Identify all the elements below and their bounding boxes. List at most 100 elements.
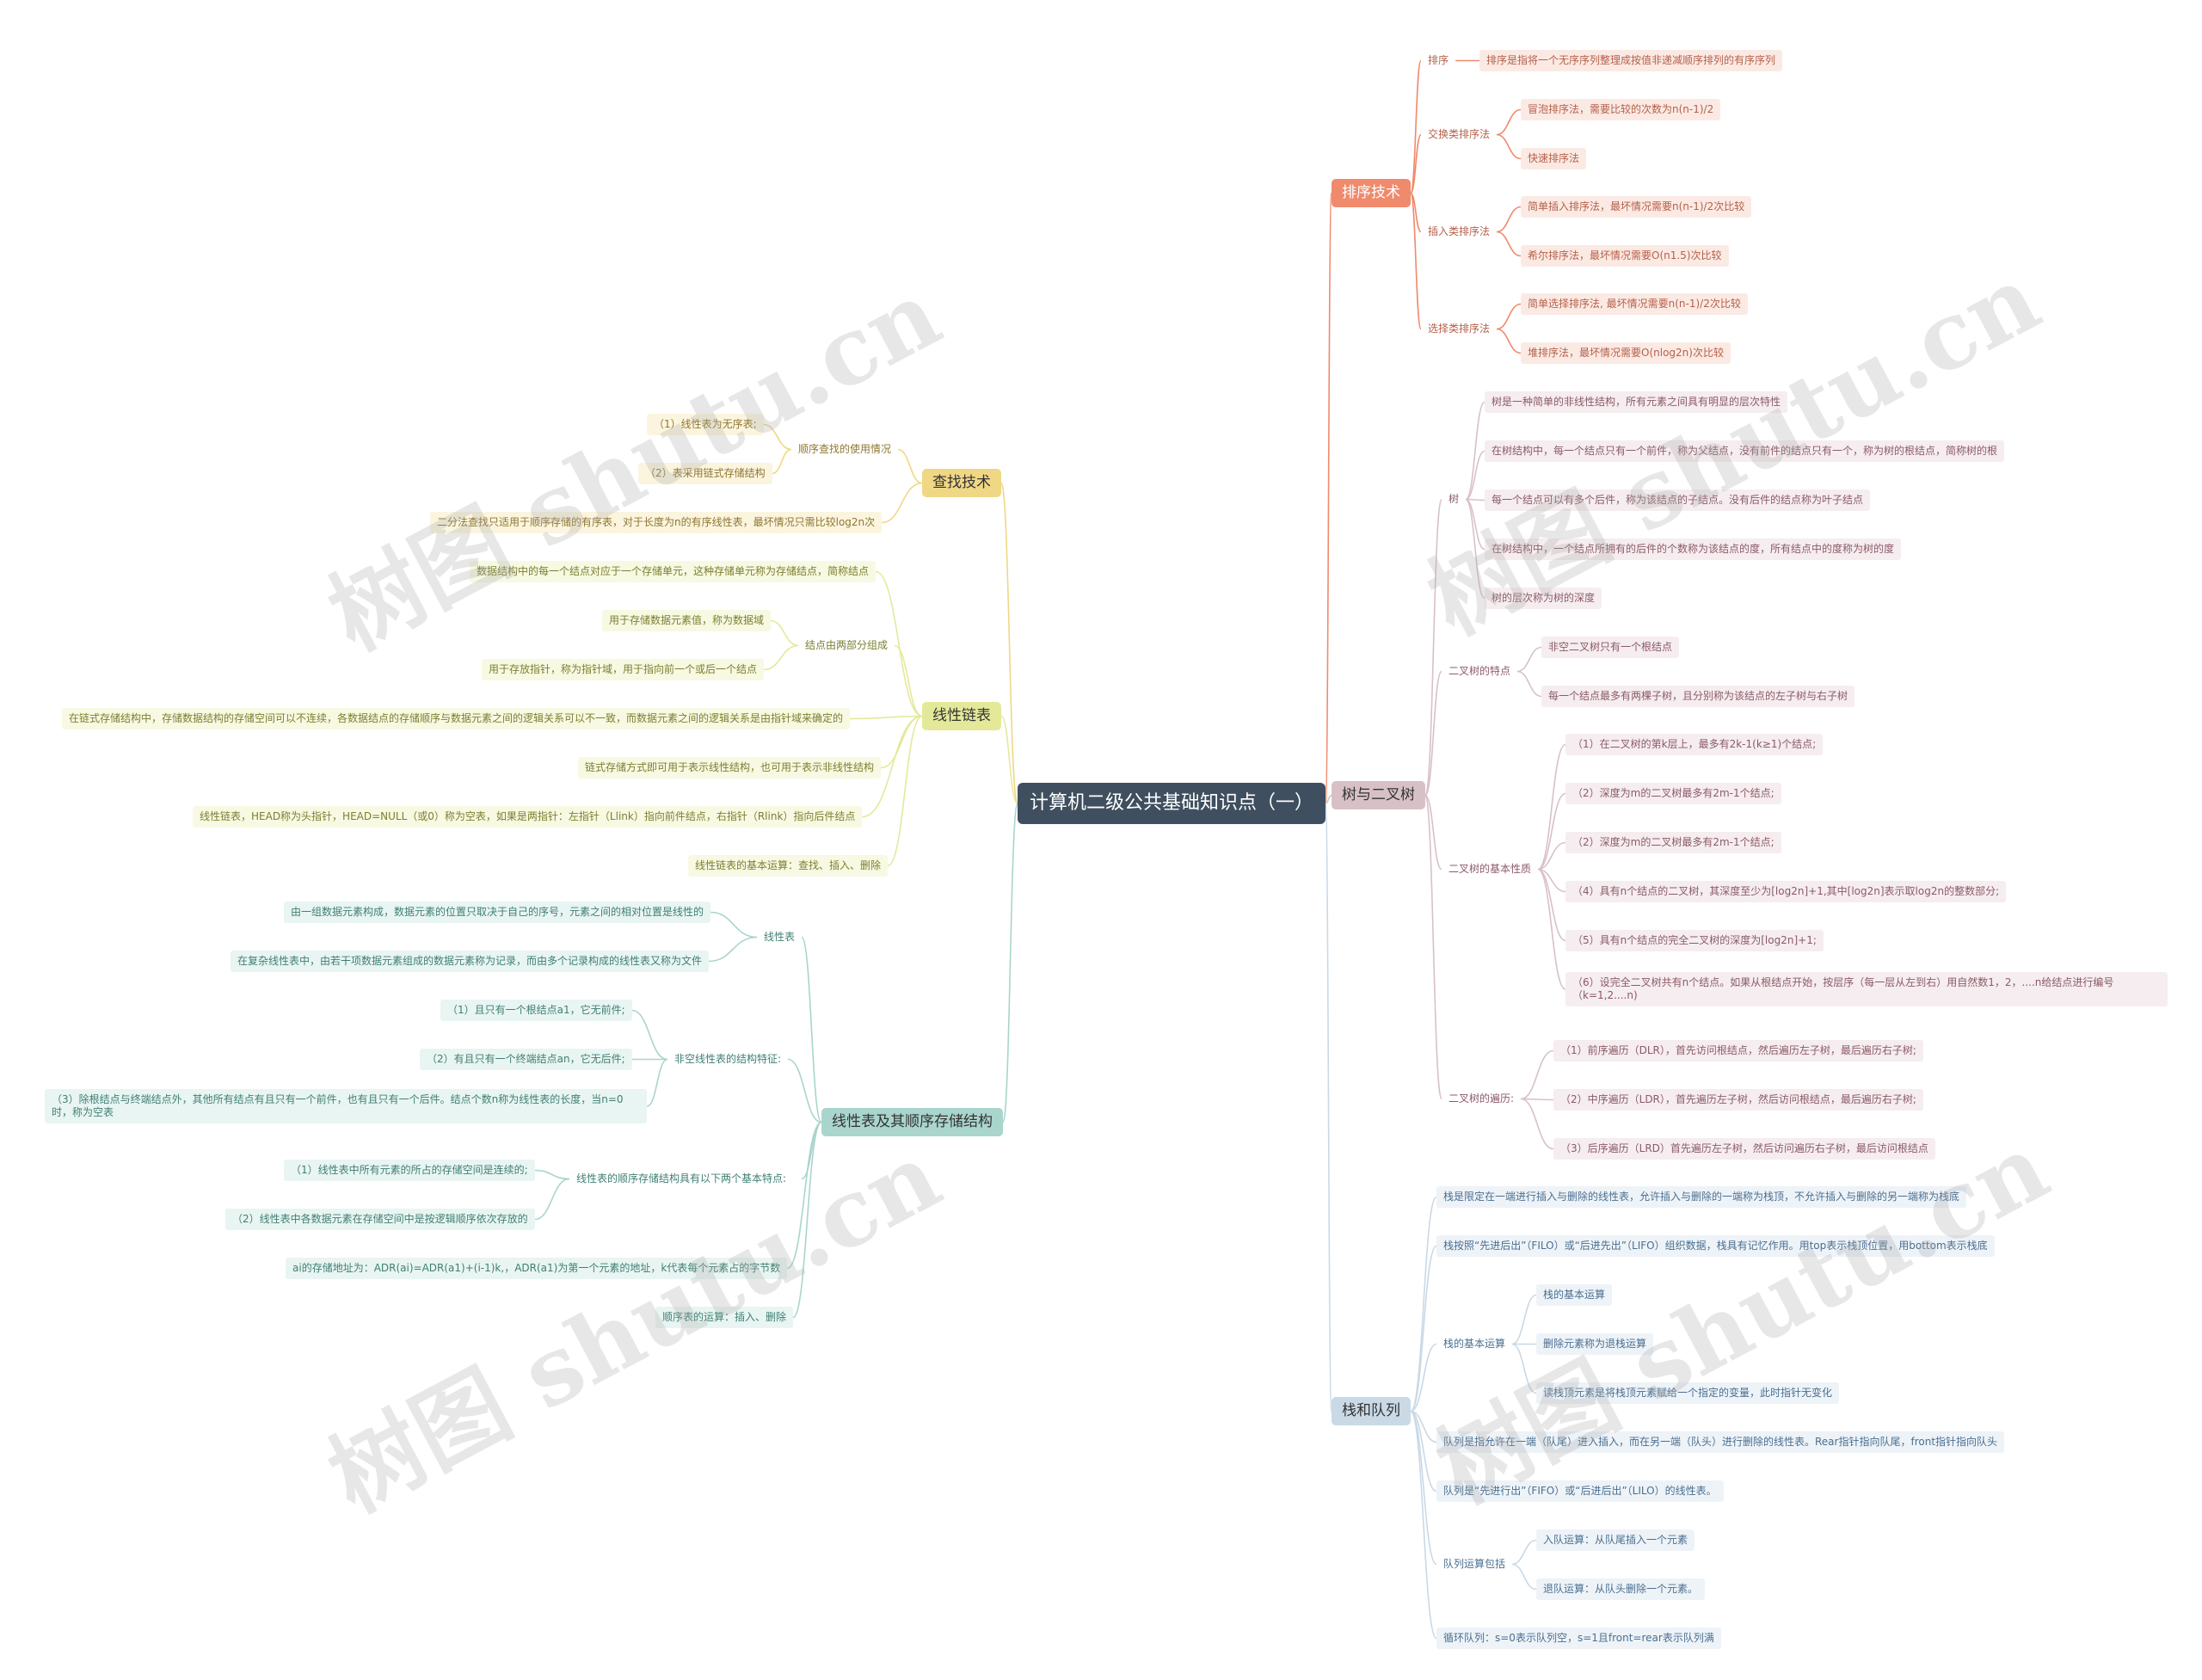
- tree-bianli-item[interactable]: （2）中序遍历（LDR），首先遍历左子树，然后访问根结点，最后遍历右子树;: [1553, 1089, 1923, 1111]
- linked-item[interactable]: 线性链表，HEAD称为头指针，HEAD=NULL（或0）称为空表，如果是两指针：…: [193, 806, 863, 828]
- connector: [1465, 450, 1485, 501]
- stack-qops[interactable]: 队列运算包括: [1443, 1558, 1506, 1570]
- tree-tedian-item[interactable]: 每一个结点最多有两棵子树，且分别称为该结点的左子树与右子树: [1541, 686, 1855, 707]
- tree-tedian[interactable]: 二叉树的特点: [1449, 665, 1511, 677]
- tree-xingzhi-item[interactable]: （5）具有n个结点的完全二叉树的深度为[log2n]+1;: [1565, 930, 1824, 951]
- linked-item[interactable]: 线性链表的基本运算：查找、插入、删除: [688, 855, 889, 877]
- connector: [1465, 498, 1485, 600]
- connector: [1424, 670, 1442, 797]
- tree-shu[interactable]: 树: [1449, 493, 1460, 505]
- tree-xingzhi-item[interactable]: （1）在二叉树的第k层上，最多有2k-1(k≥1)个结点;: [1565, 734, 1824, 755]
- connector: [1496, 328, 1522, 354]
- connector: [1410, 1410, 1437, 1492]
- tree-shu-item[interactable]: 在树结构中，一个结点所拥有的后件的个数称为该结点的度，所有结点中的度称为树的度: [1485, 538, 1902, 560]
- seq-xianxing[interactable]: 线性表: [764, 931, 796, 943]
- sort-xuanze[interactable]: 选择类排序法: [1428, 323, 1491, 335]
- linked-item[interactable]: 数据结构中的每一个结点对应于一个存储单元，这种存储单元称为存储结点，简称结点: [470, 561, 876, 582]
- linked-parts-item[interactable]: 用于存储数据元素值，称为数据域: [602, 610, 772, 631]
- seq-shunxu-item[interactable]: （2）线性表中各数据元素在存储空间中是按逻辑顺序依次存放的: [225, 1209, 535, 1230]
- seq-ops[interactable]: 顺序表的运算：插入、删除: [655, 1307, 794, 1328]
- connector: [1511, 1539, 1537, 1566]
- branch-stack[interactable]: 栈和队列: [1332, 1397, 1411, 1426]
- sort-jiaohuan-item[interactable]: 快速排序法: [1521, 148, 1587, 169]
- stack-def[interactable]: 队列是指允许在一端（队尾）进入插入，而在另一端（队头）进行删除的线性表。Rear…: [1436, 1431, 2005, 1453]
- tree-xingzhi-item[interactable]: （4）具有n个结点的二叉树，其深度至少为[log2n]+1,其中[log2n]表…: [1565, 881, 2007, 902]
- seq-xianxing-item[interactable]: 在复杂线性表中，由若干项数据元素组成的数据元素称为记录，而由多个记录构成的线性表…: [231, 951, 710, 972]
- sort-paixu[interactable]: 排序: [1428, 54, 1449, 66]
- seq-feikong-item[interactable]: （1）且只有一个根结点a1，它无前件;: [440, 1000, 632, 1021]
- connector: [1537, 868, 1566, 990]
- branch-linked[interactable]: 线性链表: [922, 702, 1001, 731]
- seq-shunxu-item[interactable]: （1）线性表中所有元素的所占的存储空间是连续的;: [284, 1160, 535, 1181]
- tree-xingzhi-item[interactable]: （6）设完全二叉树共有n个结点。如果从根结点开始，按层序（每一层从左到右）用自然…: [1565, 972, 2168, 1006]
- tree-shu-item[interactable]: 每一个结点可以有多个后件，称为该结点的子结点。没有后件的结点称为叶子结点: [1485, 489, 1871, 511]
- connector: [772, 448, 792, 475]
- stack-ops-item[interactable]: 栈的基本运算: [1536, 1284, 1613, 1306]
- tree-bianli[interactable]: 二叉树的遍历:: [1449, 1092, 1515, 1105]
- linked-item[interactable]: 在链式存储结构中，存储数据结构的存储空间可以不连续，各数据结点的存储顺序与数据元…: [62, 708, 851, 729]
- search-binary[interactable]: 二分法查找只适用于顺序存储的有序表，对于长度为n的有序线性表，最坏情况只需比较l…: [430, 512, 883, 533]
- search-seq-use-item[interactable]: （1）线性表为无序表;: [647, 414, 764, 435]
- connector: [763, 423, 792, 451]
- search-seq-use-item[interactable]: （2）表采用链式存储结构: [638, 463, 772, 484]
- search-seq-use[interactable]: 顺序查找的使用情况: [798, 443, 892, 455]
- linked-item[interactable]: 链式存储方式即可用于表示线性结构，也可用于表示非线性结构: [578, 757, 882, 778]
- sort-xuanze-item[interactable]: 堆排序法，最坏情况需要O(nlog2n)次比较: [1521, 342, 1731, 364]
- connector: [534, 1169, 570, 1180]
- connector: [1325, 192, 1332, 804]
- tree-bianli-item[interactable]: （1）前序遍历（DLR），首先访问根结点，然后遍历左子树，最后遍历右子树;: [1553, 1040, 1923, 1062]
- connector: [646, 1058, 668, 1107]
- stack-def[interactable]: 循环队列：s=0表示队列空，s=1且front=rear表示队列满: [1436, 1628, 1721, 1649]
- tree-shu-item[interactable]: 树是一种简单的非线性结构，所有元素之间具有明显的层次特性: [1485, 391, 1788, 413]
- sort-charu-item[interactable]: 简单插入排序法，最坏情况需要n(n-1)/2次比较: [1521, 196, 1752, 218]
- sort-xuanze-item[interactable]: 简单选择排序法, 最坏情况需要n(n-1)/2次比较: [1521, 293, 1748, 315]
- tree-xingzhi[interactable]: 二叉树的基本性质: [1449, 863, 1532, 875]
- seq-shunxu[interactable]: 线性表的顺序存储结构具有以下两个基本特点:: [576, 1172, 787, 1185]
- connector: [1424, 794, 1442, 871]
- stack-def[interactable]: 栈是限定在一端进行插入与删除的线性表，允许插入与删除的一端称为栈顶，不允许插入与…: [1436, 1186, 1967, 1208]
- connector: [887, 715, 923, 867]
- sort-paixu-item[interactable]: 排序是指将一个无序序列整理成按值非递减顺序排列的有序序列: [1479, 50, 1783, 71]
- connector: [1537, 792, 1566, 871]
- linked-parts[interactable]: 结点由两部分组成: [805, 639, 889, 651]
- tree-tedian-item[interactable]: 非空二叉树只有一个根结点: [1541, 637, 1680, 658]
- connector: [1325, 802, 1332, 1412]
- stack-def[interactable]: 队列是“先进行出”（FIFO）或“后进后出”（LILO）的线性表。: [1436, 1480, 1724, 1502]
- connector: [1496, 206, 1522, 233]
- connector: [1520, 1098, 1554, 1150]
- stack-qops-item[interactable]: 退队运算：从队头删除一个元素。: [1536, 1578, 1706, 1600]
- sort-charu[interactable]: 插入类排序法: [1428, 225, 1491, 237]
- root-node[interactable]: 计算机二级公共基础知识点（一）: [1018, 783, 1326, 824]
- linked-parts-item[interactable]: 用于存放指针，称为指针域，用于指向前一个或后一个结点: [482, 659, 765, 680]
- tree-shu-item[interactable]: 树的层次称为树的深度: [1485, 588, 1602, 609]
- connector: [1496, 231, 1522, 257]
- sort-jiaohuan-item[interactable]: 冒泡排序法，需要比较的次数为n(n-1)/2: [1521, 99, 1721, 120]
- branch-sort[interactable]: 排序技术: [1332, 179, 1411, 208]
- branch-seq[interactable]: 线性表及其顺序存储结构: [821, 1108, 1003, 1137]
- tree-xingzhi-item[interactable]: （2）深度为m的二叉树最多有2m-1个结点;: [1565, 832, 1781, 853]
- stack-def[interactable]: 栈按照“先进后出”（FILO）或“后进先出”（LIFO）组织数据，栈具有记忆作用…: [1436, 1235, 1995, 1257]
- connector: [1516, 646, 1542, 673]
- seq-feikong-item[interactable]: （3）除根结点与终端结点外，其他所有结点有且只有一个前件，也有且只有一个后件。结…: [45, 1089, 647, 1123]
- seq-addr[interactable]: ai的存储地址为：ADR(ai)=ADR(a1)+(i-1)k,，ADR(a1)…: [286, 1258, 788, 1279]
- connector: [1516, 670, 1542, 698]
- branch-tree[interactable]: 树与二叉树: [1332, 781, 1425, 810]
- connector: [786, 1121, 822, 1270]
- seq-xianxing-item[interactable]: 由一组数据元素构成，数据元素的位置只取决于自己的序号，元素之间的相对位置是线性的: [284, 902, 711, 923]
- tree-xingzhi-item[interactable]: （2）深度为m的二叉树最多有2m-1个结点;: [1565, 783, 1781, 804]
- seq-feikong[interactable]: 非空线性表的结构特征:: [674, 1053, 782, 1065]
- seq-feikong-item[interactable]: （2）有且只有一个终端结点an，它无后件;: [420, 1049, 632, 1070]
- stack-ops-item[interactable]: 读栈顶元素是将栈顶元素赋给一个指定的变量，此时指针无变化: [1536, 1382, 1840, 1404]
- stack-ops[interactable]: 栈的基本运算: [1443, 1338, 1506, 1350]
- connector: [1410, 192, 1422, 330]
- tree-bianli-item[interactable]: （3）后序遍历（LRD）首先遍历左子树，然后访问遍历右子树，最后访问根结点: [1553, 1138, 1935, 1160]
- sort-jiaohuan[interactable]: 交换类排序法: [1428, 128, 1491, 140]
- tree-shu-item[interactable]: 在树结构中，每一个结点只有一个前件，称为父结点，没有前件的结点只有一个，称为树的…: [1485, 440, 2005, 462]
- connector: [875, 570, 923, 717]
- stack-ops-item[interactable]: 删除元素称为退栈运算: [1536, 1333, 1654, 1355]
- connector: [850, 715, 923, 720]
- branch-search[interactable]: 查找技术: [922, 469, 1001, 498]
- stack-qops-item[interactable]: 入队运算：从队尾插入一个元素: [1536, 1529, 1695, 1551]
- sort-charu-item[interactable]: 希尔排序法，最坏情况需要O(n1.5)次比较: [1521, 245, 1729, 267]
